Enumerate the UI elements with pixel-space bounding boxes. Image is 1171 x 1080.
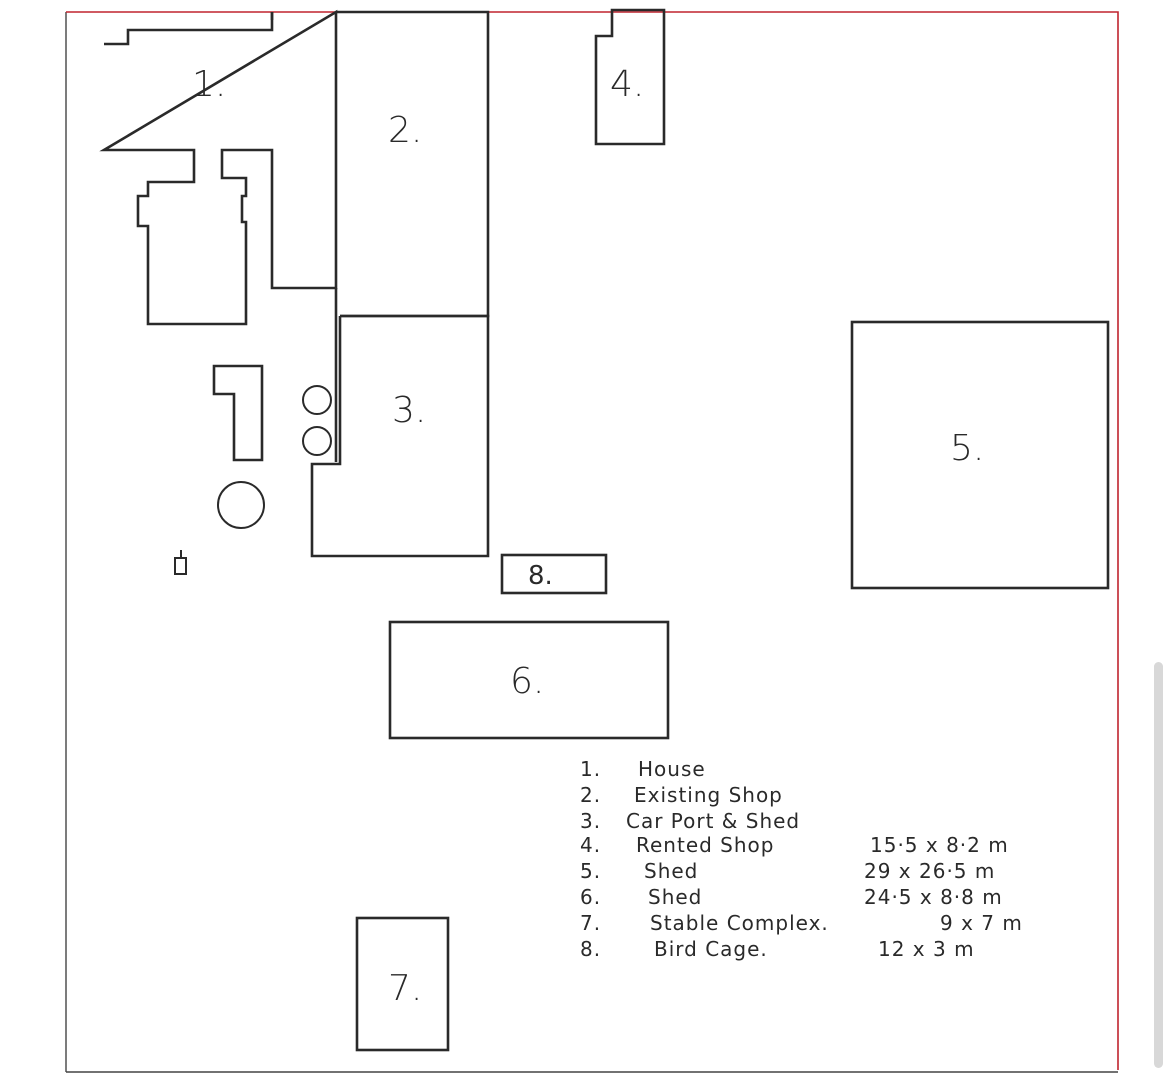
legend-name-6: Shed (648, 885, 702, 909)
building-carport-shed (310, 314, 490, 558)
tank-large (217, 481, 265, 529)
legend-size-4: 15·5 x 8·2 m (870, 833, 1009, 857)
legend-name-8: Bird Cage. (654, 937, 768, 961)
label-building-1: 1. (192, 64, 226, 105)
building-bird-cage (500, 553, 608, 595)
building-rented-shop (594, 8, 666, 146)
building-house (99, 9, 338, 326)
tank-lower (302, 426, 332, 456)
l-shaped-structure (212, 364, 264, 462)
legend: 1. House 2. Existing Shop 3. Car Port & … (580, 757, 1023, 961)
label-building-6: 6. (510, 661, 544, 702)
legend-name-4: Rented Shop (636, 833, 774, 857)
legend-num-6: 6. (580, 885, 601, 909)
small-marker (174, 550, 187, 575)
legend-name-3: Car Port & Shed (626, 809, 800, 833)
legend-num-8: 8. (580, 937, 601, 961)
legend-num-7: 7. (580, 911, 601, 935)
building-stable-complex (355, 916, 450, 1052)
building-shed-5 (850, 320, 1110, 590)
legend-name-7: Stable Complex. (650, 911, 829, 935)
building-shed-6 (388, 620, 670, 740)
legend-size-6: 24·5 x 8·8 m (864, 885, 1003, 909)
legend-num-1: 1. (580, 757, 601, 781)
vertical-scrollbar[interactable] (1154, 662, 1163, 1068)
legend-num-4: 4. (580, 833, 601, 857)
label-building-2: 2. (388, 110, 422, 151)
legend-size-7: 9 x 7 m (940, 911, 1023, 935)
label-building-7: 7. (388, 968, 422, 1009)
label-building-3: 3. (392, 390, 426, 431)
tank-upper (302, 385, 332, 415)
legend-size-8: 12 x 3 m (878, 937, 975, 961)
legend-name-5: Shed (644, 859, 698, 883)
building-existing-shop (336, 10, 490, 318)
label-building-8: 8. (528, 561, 553, 591)
legend-size-5: 29 x 26·5 m (864, 859, 995, 883)
label-building-4: 4. (610, 64, 644, 105)
legend-name-2: Existing Shop (634, 783, 783, 807)
legend-num-2: 2. (580, 783, 601, 807)
legend-num-3: 3. (580, 809, 601, 833)
legend-name-1: House (638, 757, 706, 781)
label-building-5: 5. (950, 428, 984, 469)
legend-num-5: 5. (580, 859, 601, 883)
